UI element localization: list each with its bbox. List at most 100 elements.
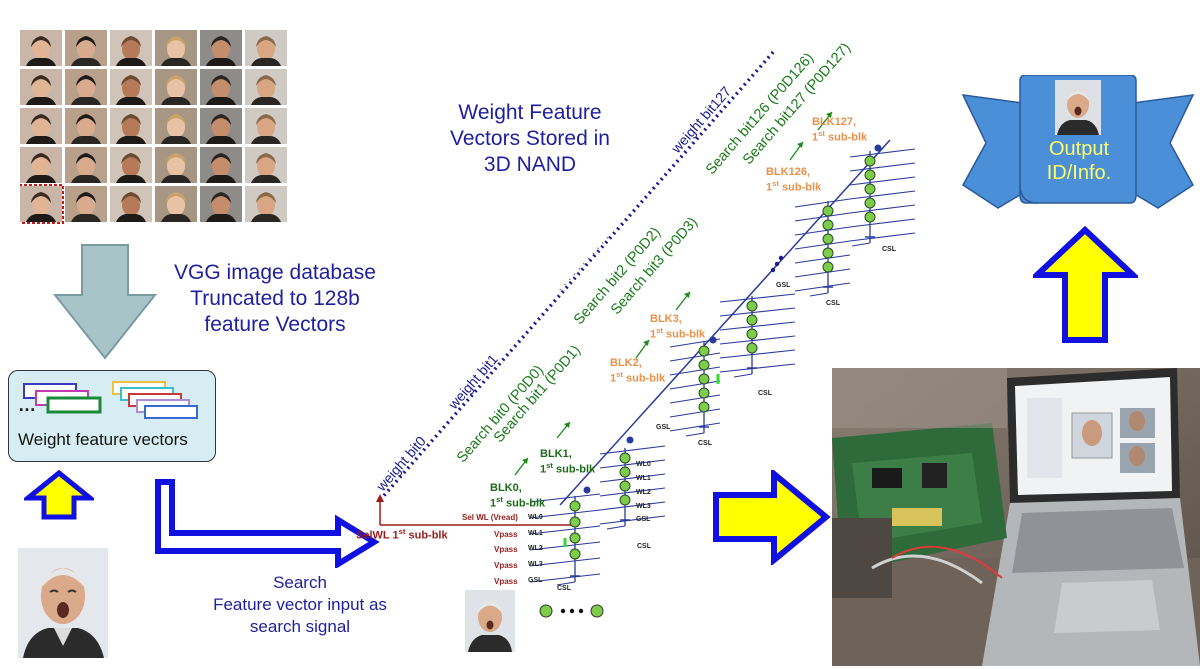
blk3-label: BLK3, 1st sub-blk [650, 313, 705, 341]
right-arrow-icon [713, 470, 831, 565]
person-photo [18, 548, 108, 658]
memory-cell [746, 300, 758, 312]
face-thumbnail [155, 186, 197, 222]
blk2-sub: 1st sub-blk [610, 370, 666, 385]
selwl-label: SelWL 1st sub-blk [356, 527, 448, 542]
blk0-sub: 1st sub-blk [490, 495, 546, 510]
wl3-label: WL3 [528, 561, 543, 568]
blk126-name: BLK126, [766, 166, 811, 178]
memory-cell [698, 387, 710, 399]
memory-cell [698, 345, 710, 357]
query-face-highlight [20, 184, 64, 224]
word-line [599, 445, 666, 455]
memory-cell [698, 359, 710, 371]
memory-cell [864, 183, 876, 195]
word-line [669, 394, 721, 404]
word-line [669, 380, 721, 390]
word-line [794, 226, 851, 236]
vpass-label-4: Vpass [494, 577, 518, 586]
face-thumbnail [200, 108, 242, 144]
blk126-sub: 1st sub-blk [766, 179, 822, 194]
weight-box-label: Weight feature vectors [18, 430, 188, 449]
b1-wl3-label: WL3 [636, 503, 651, 510]
face-thumbnail [200, 69, 242, 105]
search-line-2: Feature vector input as [213, 595, 387, 614]
memory-cell [746, 314, 758, 326]
word-line [849, 218, 916, 228]
memory-cell [822, 219, 834, 231]
word-line [794, 254, 851, 264]
blk3-string [719, 293, 796, 378]
memory-cell [569, 516, 581, 528]
stored-line-3: 3D NAND [483, 153, 577, 176]
face-thumbnail [245, 69, 287, 105]
memory-cell [619, 452, 631, 464]
word-line [719, 321, 796, 331]
memory-cell [822, 261, 834, 273]
word-line [669, 422, 721, 432]
b126-gsl-label: GSL [776, 282, 791, 289]
face-thumbnail [65, 186, 107, 222]
word-line [719, 293, 796, 303]
search-line-3: search signal [249, 617, 351, 636]
face-thumbnail [245, 186, 287, 222]
face-thumbnail [20, 147, 62, 183]
memory-cell [698, 373, 710, 385]
blk1-name: BLK1, [540, 448, 572, 460]
blk3-name: BLK3, [650, 313, 682, 325]
face-thumbnail [110, 186, 152, 222]
wl0-label: WL0 [528, 514, 543, 521]
face-thumbnail [65, 69, 107, 105]
search-person-photo [465, 590, 515, 652]
face-thumbnail [245, 108, 287, 144]
vpass-label-3: Vpass [494, 561, 518, 570]
memory-cell [569, 548, 581, 560]
face-thumbnail [155, 108, 197, 144]
face-thumbnail [155, 147, 197, 183]
up-arrow-icon [24, 470, 94, 520]
vector-stack-icon [23, 381, 198, 419]
memory-cell [746, 328, 758, 340]
face-thumbnail [65, 30, 107, 66]
word-line [794, 198, 851, 208]
memory-cell [619, 466, 631, 478]
wl1-label: WL1 [528, 530, 543, 537]
face-thumbnail [20, 69, 62, 105]
stored-description: Weight Feature Vectors Stored in 3D NAND [415, 100, 645, 178]
face-thumbnail [245, 147, 287, 183]
face-thumbnail [20, 108, 62, 144]
blk0-name: BLK0, [490, 482, 522, 494]
memory-cell [864, 211, 876, 223]
blk127-string [849, 148, 916, 247]
down-arrow-icon [52, 244, 158, 360]
face-thumbnail [20, 30, 62, 66]
csl-label-127: CSL [882, 246, 896, 253]
face-thumbnail [200, 30, 242, 66]
word-line [669, 338, 721, 348]
word-line [794, 282, 851, 292]
memory-cell [619, 494, 631, 506]
face-thumbnail [245, 30, 287, 66]
blk127-name: BLK127, [812, 116, 857, 128]
lab-setup-photo [832, 368, 1200, 666]
word-line [529, 557, 601, 567]
b2-gsl-label: GSL [656, 424, 671, 431]
vpass-label-2: Vpass [494, 545, 518, 554]
sel-wl-vread-label: Sel WL (Vread) [462, 513, 518, 522]
word-line [719, 335, 796, 345]
word-line [669, 408, 721, 418]
blk2-string [669, 338, 721, 437]
vgg-line-2: Truncated to 128b [190, 287, 360, 310]
gsl-label: GSL [528, 577, 543, 584]
face-thumbnail [110, 69, 152, 105]
word-line [794, 240, 851, 250]
vgg-description: VGG image database Truncated to 128b fea… [150, 260, 400, 338]
search-line-1: Search [273, 573, 327, 592]
face-thumbnail [20, 186, 62, 222]
b1-wl1-label: WL1 [636, 475, 651, 482]
face-thumbnail [110, 147, 152, 183]
csl-label-2: CSL [698, 440, 712, 447]
word-line [719, 349, 796, 359]
blk2-name: BLK2, [610, 357, 642, 369]
